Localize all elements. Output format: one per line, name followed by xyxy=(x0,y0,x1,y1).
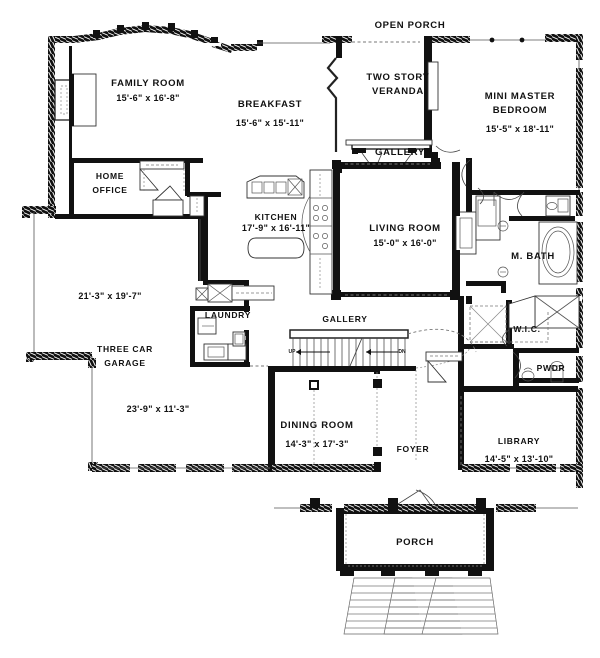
master-bath-fixtures xyxy=(475,187,580,329)
label-three-car-garage: THREE CAR xyxy=(97,344,153,354)
label-mini-master-line2: BEDROOM xyxy=(493,105,548,116)
label-home-office: HOME xyxy=(96,171,124,181)
powder-room-fixtures xyxy=(512,351,564,383)
label-gallery-lower: GALLERY xyxy=(322,314,367,324)
wic-shelving xyxy=(469,305,549,347)
label-foyer: FOYER xyxy=(397,444,430,454)
dim-kitchen: 17'-9" x 16'-11" xyxy=(242,223,310,233)
dim-breakfast: 15'-6" x 15'-11" xyxy=(236,118,304,128)
label-m-bath: M. BATH xyxy=(511,251,555,262)
label-breakfast: BREAKFAST xyxy=(238,99,302,110)
label-dining-room: DINING ROOM xyxy=(280,420,353,431)
stair-top-rail xyxy=(289,329,409,339)
kitchen-island xyxy=(246,175,305,199)
label-family-room: FAMILY ROOM xyxy=(111,78,185,89)
label-wic: W.I.C. xyxy=(513,324,540,334)
label-veranda-line2: VERANDA xyxy=(372,86,424,97)
veranda-jog-wall xyxy=(326,57,339,152)
dim-library: 14'-5" x 13'-10" xyxy=(485,454,554,464)
stair-up-marker: UP xyxy=(289,349,297,355)
fixtures xyxy=(54,61,580,513)
label-garage-line2: GARAGE xyxy=(104,358,146,368)
stair-dn-marker: DN xyxy=(398,349,406,355)
living-room-left-wall xyxy=(333,162,340,297)
label-home-office-line2: OFFICE xyxy=(92,185,127,195)
dim-garage-upper: 21'-3" x 19'-7" xyxy=(78,291,141,301)
room-labels: FAMILY ROOM 15'-6" x 16'-8" BREAKFAST 15… xyxy=(78,20,566,548)
label-open-porch: OPEN PORCH xyxy=(375,20,446,31)
label-mini-master: MINI MASTER xyxy=(485,91,556,102)
bay-window-wall-family-room xyxy=(48,22,257,53)
label-gallery-upper: GALLERY xyxy=(375,147,425,158)
dim-living-room: 15'-0" x 16'-0" xyxy=(373,238,436,248)
kitchen-table xyxy=(247,237,305,259)
kitchen-pantry xyxy=(207,283,275,303)
dim-dining-room: 14'-3" x 17'-3" xyxy=(285,439,348,449)
left-exterior-wall xyxy=(48,36,55,218)
dining-room-left-wall xyxy=(268,368,275,472)
foyer-closet xyxy=(425,351,463,383)
dim-mini-master: 15'-5" x 18'-11" xyxy=(486,124,554,134)
home-office-closet xyxy=(139,160,185,192)
staircase-treads xyxy=(292,337,406,367)
laundry-fixtures xyxy=(195,287,247,361)
label-laundry: LAUNDRY xyxy=(205,310,251,320)
label-pwdr: PWDR xyxy=(537,363,566,373)
label-kitchen: KITCHEN xyxy=(255,212,298,222)
label-library: LIBRARY xyxy=(498,436,540,446)
living-room-builtin xyxy=(452,206,477,260)
label-living-room: LIVING ROOM xyxy=(369,223,441,234)
label-porch: PORCH xyxy=(396,537,434,548)
family-room-fireplace xyxy=(54,73,97,127)
breakfast-window-detail xyxy=(189,195,205,217)
kitchen-counter-run xyxy=(301,169,333,295)
dim-family-room: 15'-6" x 16'-8" xyxy=(116,93,179,103)
dim-garage-lower: 23'-9" x 11'-3" xyxy=(127,404,190,414)
label-two-story-veranda: TWO STORY xyxy=(366,72,429,83)
front-porch-structure xyxy=(274,489,578,635)
